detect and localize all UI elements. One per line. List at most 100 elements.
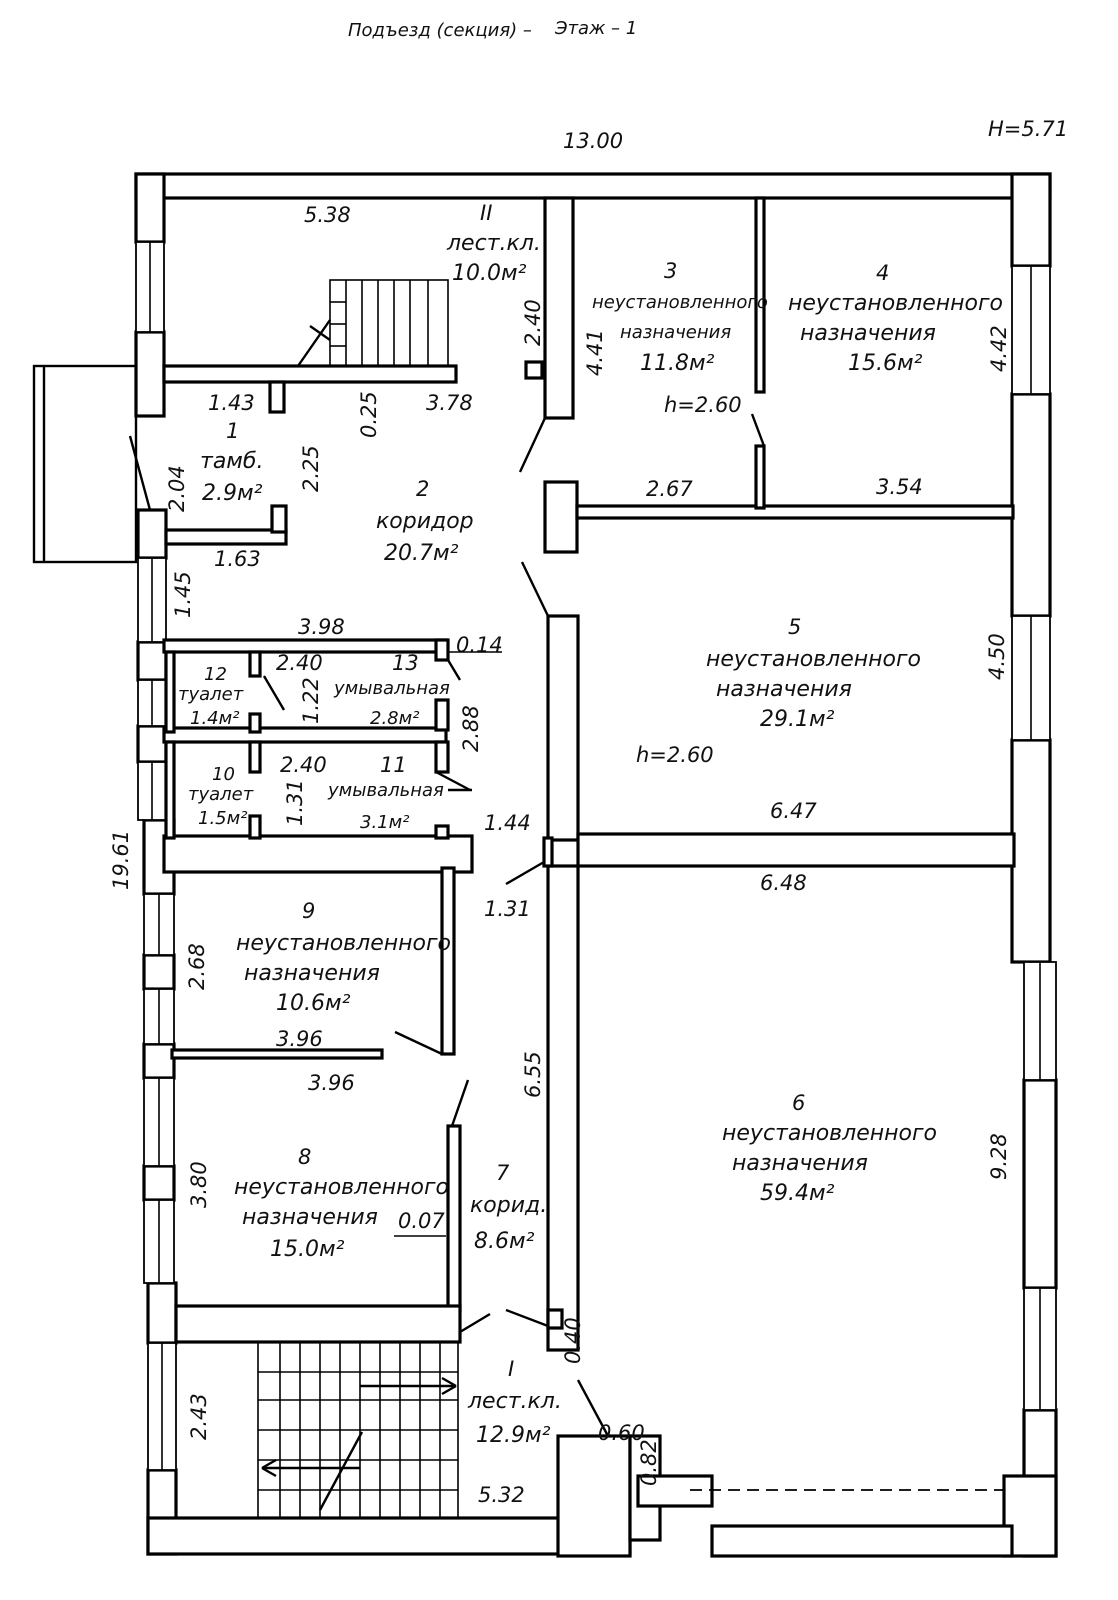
- room-2-name: коридор: [376, 509, 474, 534]
- room-10-area: 1.5м²: [198, 808, 247, 829]
- building-length: 19.61: [109, 830, 133, 890]
- dim-3-78: 3.78: [426, 391, 473, 415]
- dim-0-25: 0.25: [357, 391, 381, 438]
- room-11-area: 3.1м²: [360, 812, 409, 833]
- dim-3-98: 3.98: [298, 615, 345, 639]
- dim-6-47: 6.47: [770, 799, 817, 823]
- room-1-number: 1: [226, 419, 239, 443]
- room-12-name: туалет: [178, 684, 244, 705]
- room-11-name: умывальная: [327, 780, 444, 801]
- dim-4-42: 4.42: [987, 325, 1011, 372]
- room-7-number: 7: [496, 1161, 510, 1185]
- interior-walls: [162, 196, 1016, 1352]
- room-8-number: 8: [298, 1145, 311, 1169]
- room-8-label: 8 неустановленного назначения 15.0м²: [234, 1145, 449, 1262]
- room-12-area: 1.4м²: [190, 708, 239, 729]
- room-2-label: 2 коридор 20.7м²: [376, 477, 474, 566]
- dim-2-43: 2.43: [187, 1393, 211, 1440]
- dim-2-40-lower: 2.40: [280, 753, 327, 777]
- dim-1-44: 1.44: [484, 811, 531, 835]
- room-5-name: неустановленного: [706, 647, 921, 672]
- room-7-name: корид.: [470, 1193, 547, 1218]
- room-13-number: 13: [392, 651, 419, 675]
- room-5-height: h=2.60: [636, 743, 714, 767]
- room-9-area: 10.6м²: [276, 991, 351, 1016]
- room-10-label: 10 туалет 1.5м²: [188, 764, 254, 829]
- room-5-area: 29.1м²: [760, 707, 835, 732]
- room-1-label: 1 тамб. 2.9м²: [200, 419, 263, 506]
- dim-1-63: 1.63: [214, 547, 261, 571]
- room-4-label: 4 неустановленного назначения 15.6м²: [788, 261, 1003, 376]
- room-9-number: 9: [302, 899, 315, 923]
- room-3-number: 3: [664, 259, 677, 283]
- entrance-porch: [32, 364, 138, 564]
- dim-0-14: 0.14: [456, 633, 503, 657]
- room-7-label: 7 корид. 8.6м²: [470, 1161, 547, 1254]
- room-4-number: 4: [876, 261, 889, 285]
- dim-2-25: 2.25: [299, 445, 323, 492]
- room-3-label: 3 неустановленного назначения 11.8м² h=2…: [592, 259, 768, 417]
- room-6-name: неустановленного: [722, 1121, 937, 1146]
- dim-3-96-top: 3.96: [276, 1027, 323, 1051]
- dim-2-40-top: 2.40: [521, 299, 545, 346]
- room-7-area: 8.6м²: [474, 1229, 535, 1254]
- stair-i: [257, 1341, 459, 1519]
- room-11-label: 11 умывальная 3.1м²: [327, 753, 444, 833]
- room-4-area: 15.6м²: [848, 351, 923, 376]
- room-5-number: 5: [788, 615, 801, 639]
- floor-label: Этаж – 1: [554, 18, 637, 39]
- dim-1-22: 1.22: [299, 677, 323, 724]
- dim-2-04: 2.04: [165, 465, 189, 512]
- room-2-number: 2: [416, 477, 429, 501]
- room-4-name-2: назначения: [800, 321, 936, 346]
- room-9-name: неустановленного: [236, 931, 451, 956]
- dim-2-67: 2.67: [646, 477, 693, 501]
- dim-9-28: 9.28: [987, 1133, 1011, 1180]
- dim-1-45: 1.45: [171, 571, 195, 618]
- room-11-number: 11: [380, 753, 407, 777]
- room-3-height: h=2.60: [664, 393, 742, 417]
- dim-1-31-corridor: 1.31: [484, 897, 531, 921]
- entrance-label: Подъезд (секция) –: [348, 20, 532, 41]
- room-6-label: 6 неустановленного назначения 59.4м²: [722, 1091, 937, 1206]
- room-3-area: 11.8м²: [640, 351, 715, 376]
- room-12-number: 12: [204, 664, 227, 685]
- stair-ii: [297, 279, 449, 367]
- dim-3-96-bottom: 3.96: [308, 1071, 355, 1095]
- room-6-number: 6: [792, 1091, 805, 1115]
- room-8-name-2: назначения: [242, 1205, 378, 1230]
- room-ii-area: 10.0м²: [452, 261, 527, 286]
- room-9-name-2: назначения: [244, 961, 380, 986]
- room-10-number: 10: [212, 764, 235, 785]
- dim-0-40: 0.40: [561, 1317, 585, 1364]
- dim-2-88: 2.88: [459, 705, 483, 752]
- dim-6-55: 6.55: [521, 1051, 545, 1098]
- door-swings: [128, 413, 1004, 1491]
- room-8-name: неустановленного: [234, 1175, 449, 1200]
- dim-2-40-wc: 2.40: [276, 651, 323, 675]
- room-13-label: 13 умывальная 2.8м²: [333, 651, 450, 729]
- dim-1-31-wc: 1.31: [283, 779, 307, 826]
- dim-3-80: 3.80: [187, 1161, 211, 1208]
- dim-0-60: 0.60: [598, 1421, 645, 1445]
- room-1-name: тамб.: [200, 449, 263, 474]
- room-13-area: 2.8м²: [370, 708, 419, 729]
- room-i-label: I лест.кл. 12.9м²: [467, 1357, 562, 1448]
- dim-5-32: 5.32: [478, 1483, 525, 1507]
- dim-0-82: 0.82: [637, 1439, 661, 1486]
- building-width: 13.00: [563, 129, 623, 153]
- room-13-name: умывальная: [333, 678, 450, 699]
- dim-3-54: 3.54: [876, 475, 923, 499]
- room-ii-name: лест.кл.: [446, 231, 541, 256]
- dim-5-38: 5.38: [304, 203, 351, 227]
- building-height: H=5.71: [988, 117, 1068, 141]
- room-ii-number: II: [480, 201, 492, 225]
- dimension-labels: 5.38 2.40 4.41 4.42 1.43 0.25 3.78 2.04 …: [165, 203, 1011, 1507]
- room-9-label: 9 неустановленного назначения 10.6м²: [236, 899, 451, 1016]
- dim-6-48: 6.48: [760, 871, 807, 895]
- room-6-name-2: назначения: [732, 1151, 868, 1176]
- room-ii-label: II лест.кл. 10.0м²: [446, 201, 541, 286]
- dim-2-68: 2.68: [185, 943, 209, 990]
- room-6-area: 59.4м²: [760, 1181, 835, 1206]
